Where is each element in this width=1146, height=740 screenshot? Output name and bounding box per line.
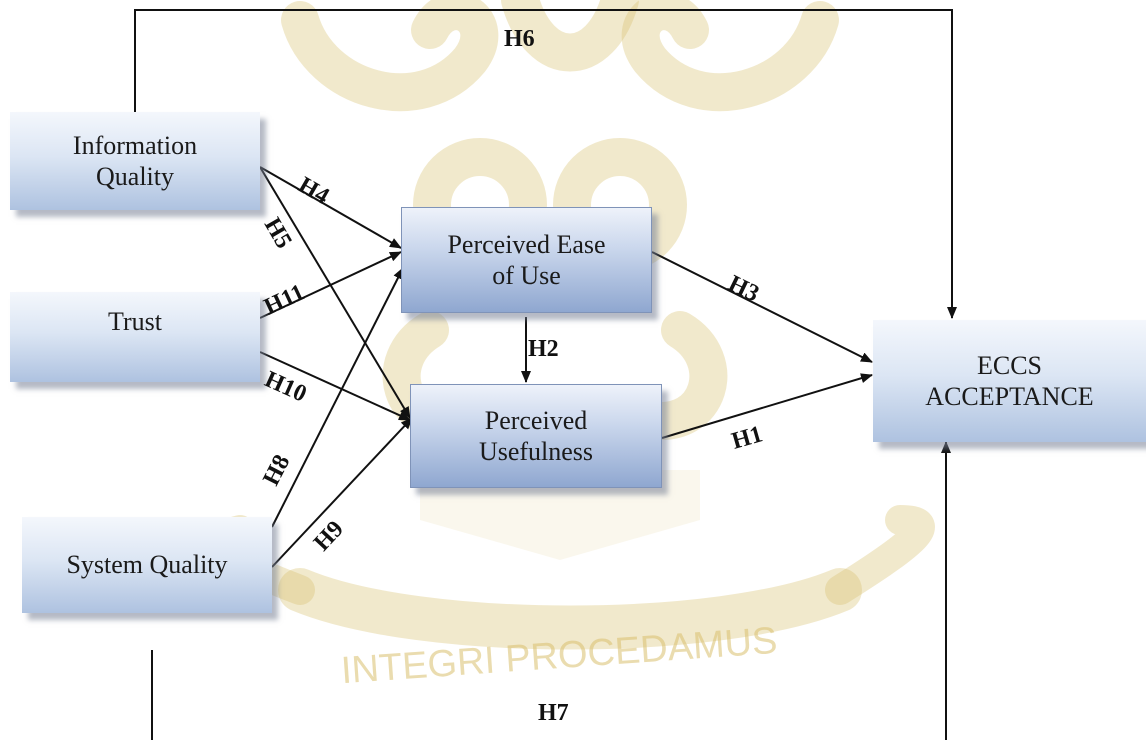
watermark-scroll-left (281, 0, 499, 112)
node-perceived-ease-of-use-line1: Perceived Ease (447, 229, 606, 259)
node-perceived-usefulness: Perceived Usefulness (410, 384, 662, 488)
watermark-scroll-top (501, 0, 639, 72)
node-eccs-acceptance: ECCS ACCEPTANCE (873, 320, 1146, 442)
node-perceived-ease-of-use: Perceived Ease of Use (401, 207, 652, 313)
label-h6: H6 (504, 26, 535, 52)
node-perceived-ease-of-use-line2: of Use (492, 261, 561, 290)
watermark-curl-right (631, 311, 728, 440)
watermark-banner (278, 568, 862, 650)
watermark-shield (420, 470, 700, 560)
arrow-h5 (259, 166, 411, 419)
arrow-h1 (661, 373, 873, 439)
arrow-h11 (259, 251, 402, 319)
node-eccs-acceptance-line1: ECCS (976, 350, 1043, 380)
node-perceived-usefulness-line1: Perceived (484, 405, 588, 435)
node-trust-line1: Trust (108, 307, 162, 336)
watermark-scroll-right (621, 0, 839, 112)
node-information-quality-line1: Information (72, 130, 198, 160)
node-information-quality: Information Quality (10, 112, 260, 210)
node-perceived-usefulness-line2: Usefulness (478, 437, 594, 466)
arrow-h10 (259, 351, 411, 421)
node-information-quality-line2: Quality (96, 162, 174, 191)
node-system-quality-line1: System Quality (66, 550, 228, 580)
node-trust: Trust (10, 292, 260, 382)
arrow-h3 (651, 251, 873, 363)
arrow-h9 (271, 417, 413, 568)
arrow-h6 (134, 9, 957, 319)
node-system-quality: System Quality (22, 517, 272, 613)
label-h7: H7 (538, 700, 569, 726)
label-h2: H2 (528, 336, 559, 362)
watermark-banner-curl-right (825, 505, 935, 605)
arrow-h4 (259, 166, 402, 249)
arrow-h8 (271, 267, 404, 528)
node-eccs-acceptance-line2: ACCEPTANCE (925, 382, 1094, 411)
